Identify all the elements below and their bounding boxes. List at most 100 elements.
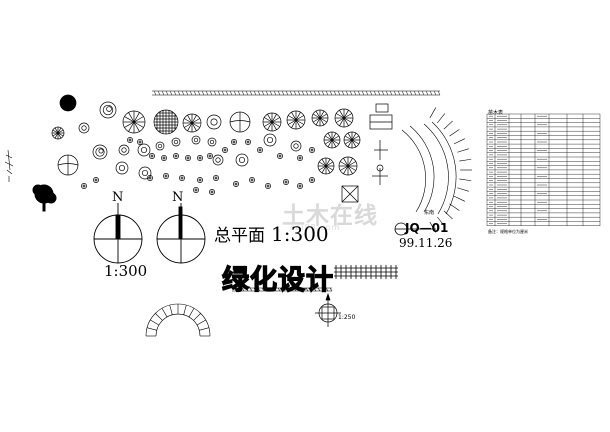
hatch-tick bbox=[201, 90, 205, 96]
plant-spoke bbox=[347, 158, 353, 167]
plant-symbol bbox=[92, 144, 108, 160]
shrub-core bbox=[148, 176, 152, 180]
hedge-tick bbox=[453, 195, 465, 202]
compass-small bbox=[315, 292, 341, 327]
plant-spoke bbox=[128, 121, 135, 132]
plant-spoke bbox=[295, 119, 304, 125]
hatch-bar-top-ticks bbox=[153, 90, 441, 96]
hatch-bottom-tick bbox=[317, 287, 321, 292]
plant-inner bbox=[215, 157, 221, 163]
hatch-tick bbox=[181, 90, 185, 96]
hatch-tick bbox=[317, 90, 321, 96]
plant-inner bbox=[157, 143, 163, 149]
plant-spoke bbox=[343, 117, 352, 123]
shrub-core bbox=[164, 174, 168, 178]
hatch-tick bbox=[325, 90, 329, 96]
hatch-tick bbox=[365, 90, 369, 96]
plant-symbol bbox=[138, 166, 152, 180]
plant-outline bbox=[212, 154, 224, 166]
plan-title-scale: 1:300 bbox=[271, 222, 329, 246]
plant-spoke bbox=[133, 121, 144, 128]
shrub-dot bbox=[277, 153, 283, 159]
fan-tick bbox=[161, 308, 168, 318]
plant-spoke bbox=[318, 161, 327, 167]
plant-spoke bbox=[295, 115, 304, 121]
plant-symbol bbox=[57, 154, 79, 176]
hedge-tick bbox=[453, 138, 465, 145]
hatch-tick bbox=[281, 90, 285, 96]
shrub-outline bbox=[213, 175, 219, 181]
hatch-tick bbox=[289, 90, 293, 96]
plant-spoke bbox=[187, 115, 193, 124]
hatch-bottom-tick bbox=[325, 287, 329, 292]
shrub-core bbox=[310, 148, 314, 152]
plant-spoke bbox=[184, 122, 193, 128]
plant-symbol bbox=[78, 122, 90, 134]
plant-symbol bbox=[290, 140, 302, 152]
plant-spoke bbox=[57, 127, 62, 134]
shrub-dot bbox=[222, 147, 228, 153]
plant-spoke bbox=[331, 135, 340, 141]
hatch-tick bbox=[197, 90, 201, 96]
plant-spoke bbox=[191, 115, 197, 124]
hatch-bottom-tick bbox=[297, 287, 301, 292]
shrub-dot bbox=[81, 183, 87, 189]
plant-inner bbox=[238, 156, 246, 164]
shrub-dot bbox=[309, 147, 315, 153]
shrub-outline bbox=[127, 137, 133, 143]
hatch-bottom-tick bbox=[233, 287, 237, 292]
plant-spoke bbox=[267, 121, 273, 130]
plant-spoke bbox=[291, 119, 297, 128]
hatch-tick bbox=[321, 90, 325, 96]
hatch-bottom-tick bbox=[277, 287, 281, 292]
drawing-number: JQ—01 bbox=[405, 221, 449, 235]
fan-tick bbox=[169, 305, 173, 315]
north-letter-2: N bbox=[172, 190, 184, 205]
plant-inner bbox=[102, 104, 114, 116]
hatch-tick bbox=[377, 90, 381, 96]
plant-spoke bbox=[264, 121, 273, 127]
shrub-outline bbox=[81, 183, 87, 189]
hatch-bottom-tick bbox=[249, 287, 253, 292]
plant-symbol bbox=[343, 131, 361, 149]
hatch-bar-bottom bbox=[232, 287, 333, 292]
curved-hedge-arcs bbox=[401, 107, 472, 233]
plant-spoke bbox=[52, 132, 59, 137]
plant-inner bbox=[106, 106, 112, 112]
shrub-outline bbox=[309, 147, 315, 153]
plant-spoke bbox=[327, 132, 333, 141]
hedge-tick bbox=[457, 148, 469, 153]
plant-spoke bbox=[271, 121, 277, 130]
shrub-dot bbox=[147, 175, 153, 181]
hatch-tick bbox=[285, 90, 289, 96]
shrub-core bbox=[94, 178, 98, 182]
plant-symbol bbox=[182, 113, 202, 133]
plant-spoke bbox=[325, 161, 334, 167]
plant-inner bbox=[95, 147, 105, 157]
plant-symbol bbox=[122, 110, 146, 134]
hedge-arc-outer2 bbox=[431, 121, 457, 215]
plant-spoke bbox=[327, 139, 333, 148]
hedge-arc-inner bbox=[401, 129, 426, 213]
shrub-dot bbox=[245, 139, 251, 145]
shrub-core bbox=[150, 154, 154, 158]
legend-notes: 备注：规格单位为厘米 bbox=[488, 229, 528, 234]
shrub-outline bbox=[209, 189, 215, 195]
hatch-tick bbox=[233, 90, 237, 96]
plant-spoke bbox=[184, 118, 193, 124]
plant-symbol bbox=[212, 154, 224, 166]
shrub-outline bbox=[179, 175, 185, 181]
hatch-tick bbox=[237, 90, 241, 96]
plant-outline bbox=[118, 144, 130, 156]
tree-dark-left bbox=[32, 184, 57, 212]
shrub-dot bbox=[257, 147, 263, 153]
plant-spoke bbox=[331, 139, 337, 148]
shrub-core bbox=[210, 190, 214, 194]
hatch-tick bbox=[401, 90, 405, 96]
hatch-tick bbox=[393, 90, 397, 96]
hatch-tick bbox=[265, 90, 269, 96]
plant-spoke bbox=[325, 158, 331, 167]
plant-spoke bbox=[318, 165, 327, 171]
